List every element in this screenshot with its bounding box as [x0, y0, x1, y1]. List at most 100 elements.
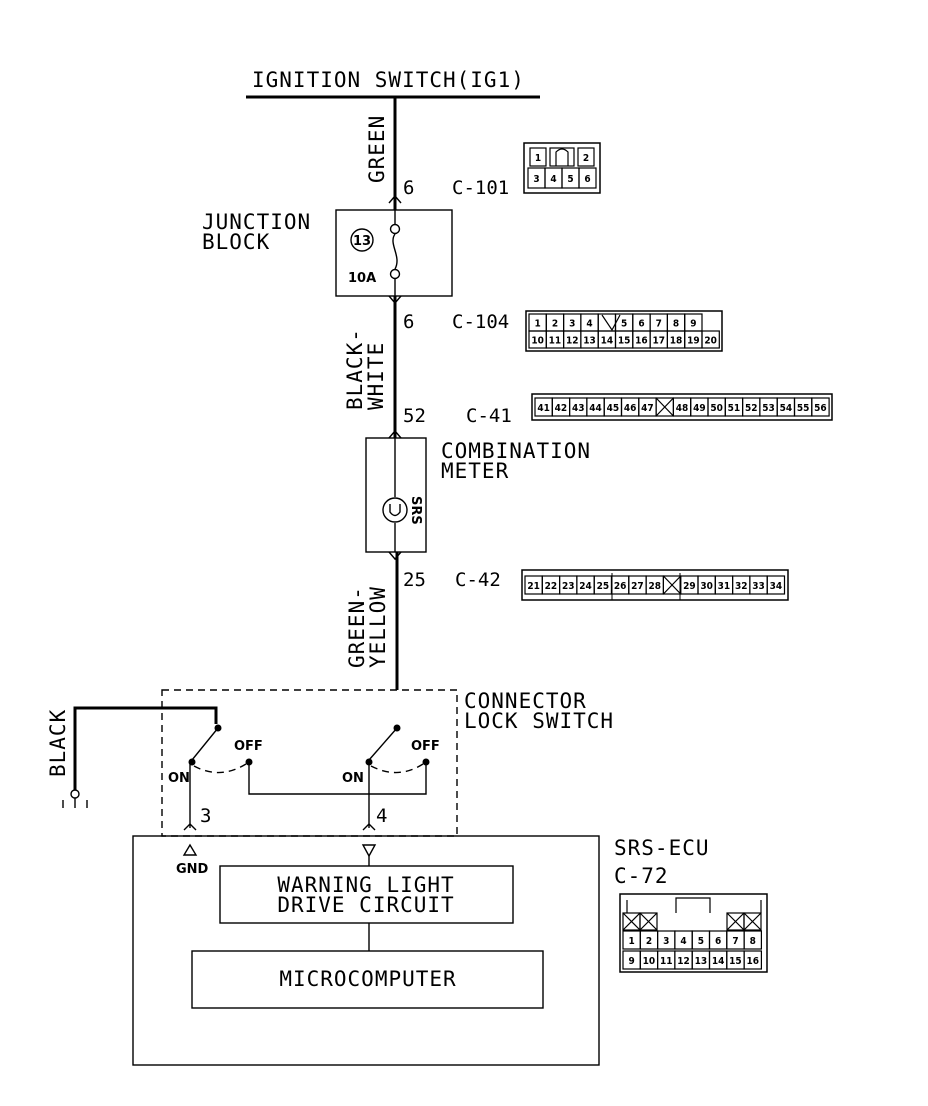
connector-lock-tab: [555, 148, 569, 166]
connector-pin-number: 46: [624, 403, 637, 414]
connector-pin-number: 45: [607, 403, 620, 414]
connector-cavity: [549, 147, 575, 167]
connector-pin-number: 4: [680, 936, 686, 947]
connector-cavity: [639, 912, 658, 931]
connector-pin-number: 3: [569, 319, 575, 330]
connector-cavity: [811, 397, 830, 417]
junction-block-label-line1: JUNCTION: [202, 210, 311, 234]
connector-pin-number: 32: [735, 581, 748, 592]
connector-pin-number: 2: [646, 936, 652, 947]
connector-pin-number: 27: [631, 581, 644, 592]
connector-pin-number: 18: [670, 336, 683, 347]
switch-blade: [368, 727, 398, 761]
ignition-switch-label: IGNITION SWITCH(IG1): [252, 68, 525, 92]
connector-pin-number: 7: [732, 936, 738, 947]
connector-pin-number: 2: [552, 319, 558, 330]
junction-block-label-line2: BLOCK: [202, 230, 270, 254]
combination-meter-label-line2: METER: [441, 459, 509, 483]
connector-lock-switch-label-line2: LOCK SWITCH: [464, 709, 614, 733]
connector-cavity: [743, 930, 762, 950]
srs-warning-lamp-icon: [382, 497, 408, 523]
input-triangle-icon: [361, 844, 377, 858]
microcomputer-label: MICROCOMPUTER: [279, 967, 456, 991]
connector-housing: [523, 142, 601, 194]
fuse-number-circle: [350, 228, 374, 252]
connector-pin-number: 1: [629, 936, 635, 947]
pin-3: 3: [200, 805, 211, 827]
connector-pin-number: 5: [621, 319, 627, 330]
connector-cavity: [743, 912, 762, 931]
pin-c42: 25: [403, 569, 426, 591]
connector-pin-number: 15: [729, 956, 742, 967]
connector-pin-number: 8: [673, 319, 679, 330]
connector-label-c101: C-101: [452, 177, 509, 199]
connector-housing: [525, 310, 723, 352]
connector-cavity: [766, 575, 786, 595]
fuse-number: 13: [353, 234, 371, 249]
connector-pin-number: 15: [618, 336, 631, 347]
fuse-icon: [392, 233, 398, 270]
connector-label-c104: C-104: [452, 311, 509, 333]
connector-pin-number: 2: [583, 153, 589, 164]
connector-pin-number: 9: [690, 319, 696, 330]
connector-pin-number: 50: [710, 403, 723, 414]
connector-pin-number: 13: [695, 956, 708, 967]
switch-off-label: OFF: [411, 739, 440, 754]
connector-arrow: [388, 551, 402, 561]
connector-pin-number: 24: [579, 581, 592, 592]
switch-travel-arc: [193, 763, 247, 774]
connector-pin-number: 56: [814, 403, 827, 414]
connector-lock-switch-label-line1: CONNECTOR: [464, 689, 587, 713]
connector-pin-number: 16: [635, 336, 648, 347]
blank-cavity-mark: [655, 397, 674, 417]
combination-meter-box: [365, 437, 427, 553]
connector-pin-number: 34: [770, 581, 783, 592]
connector-pin-number: 22: [545, 581, 558, 592]
switch-on-label: ON: [342, 771, 364, 786]
connector-pin-number: 53: [762, 403, 775, 414]
connector-pin-number: 14: [712, 956, 725, 967]
connector-pin-number: 17: [652, 336, 665, 347]
connector-arrow: [183, 823, 197, 831]
lamp-filament-icon: [389, 504, 401, 517]
connector-pin-number: 10: [643, 956, 656, 967]
connector-pin-number: 48: [676, 403, 689, 414]
connector-pin-number: 6: [584, 174, 590, 185]
connector-pin-number: 23: [562, 581, 575, 592]
connector-pin-number: 25: [597, 581, 610, 592]
blank-cavity-mark: [639, 912, 658, 931]
connector-pin-number: 6: [715, 936, 721, 947]
connector-arrow: [388, 429, 402, 439]
pin-c41: 52: [403, 405, 426, 427]
connector-label-c72: C-72: [614, 864, 669, 888]
microcomputer-box: [191, 950, 544, 1009]
connector-label-c42: C-42: [455, 569, 501, 591]
warning-light-label-line1: WARNING LIGHT: [277, 873, 454, 897]
connector-pin-number: 6: [638, 319, 644, 330]
connector-pin-number: 9: [629, 956, 635, 967]
connector-lock-tab: [675, 897, 711, 913]
connector-pin-number: 14: [601, 336, 614, 347]
connector-pin-number: 47: [641, 403, 654, 414]
wire-label-green: GREEN: [365, 115, 389, 183]
connector-pin-number: 44: [589, 403, 602, 414]
connector-pin-number: 20: [704, 336, 717, 347]
connector-pin-number: 54: [780, 403, 793, 414]
blank-cavity-mark: [622, 912, 641, 931]
wire-label-black-white-line1: BLACK-: [343, 328, 367, 410]
wire-label-green-yellow-line2: YELLOW: [366, 586, 390, 668]
wire-label-black: BLACK: [46, 709, 70, 777]
fuse-terminal-top: [389, 223, 401, 235]
connector-pin-number: 3: [663, 936, 669, 947]
connector-cavity: [701, 330, 720, 349]
connector-housing: [619, 893, 768, 973]
srs-ecu-box: [132, 835, 600, 1066]
switch-travel-arc: [370, 763, 424, 774]
connector-pin-number: 4: [550, 174, 556, 185]
switch-on-label: ON: [168, 771, 190, 786]
connector-pin-number: 3: [533, 174, 539, 185]
wire-label-green-yellow-line1: GREEN-: [345, 586, 369, 668]
